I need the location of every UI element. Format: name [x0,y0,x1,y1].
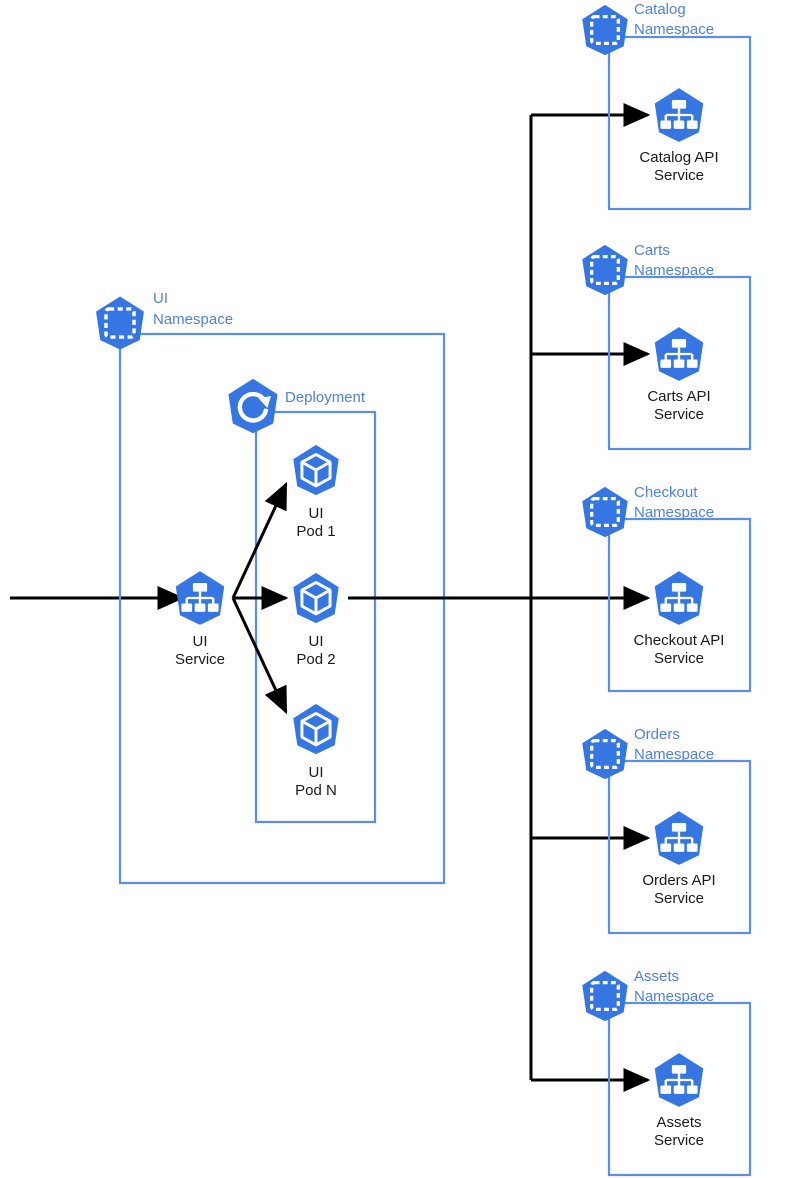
namespace-icon [582,970,628,1022]
assets-namespace-label-line2: Namespace [634,988,714,1005]
ui-namespace-label-line1: UI [153,290,168,307]
namespace-icon [96,296,144,350]
checkout-namespace-box [607,517,752,693]
carts-namespace-label-line1: Carts [634,242,670,259]
service-to-pod-arrows [231,481,289,715]
namespace-icon [582,4,628,56]
service-icon [654,327,704,381]
service-icon [654,88,704,142]
ui-deployment-box [254,410,377,824]
checkout-api-service-node[interactable]: Checkout API Service [634,571,725,667]
catalog-namespace-label-line2: Namespace [634,21,714,38]
pod-icon [293,572,339,624]
assets-service-label-line2: Service [654,1132,704,1149]
orders-namespace-box [607,759,752,935]
ui-namespace-label-line2: Namespace [153,311,233,328]
carts-api-service-label-line2: Service [654,406,704,423]
egress-trunk [348,103,651,1092]
assets-service-label-line1: Assets [656,1114,701,1131]
catalog-namespace-box [607,35,752,211]
ui-namespace-box [118,332,446,885]
ui-pod-n-node[interactable]: UI Pod N [293,703,339,799]
orders-api-service-label-line2: Service [654,890,704,907]
catalog-api-service-label-line1: Catalog API [639,149,718,166]
orders-namespace-label-line1: Orders [634,726,680,743]
carts-api-service-label-line1: Carts API [647,388,710,405]
namespace-icon [582,244,628,296]
catalog-api-service-label-line2: Service [654,167,704,184]
orders-namespace-group[interactable]: Orders Namespace Orders API Service [582,726,752,935]
assets-namespace-group[interactable]: Assets Namespace Assets Service [582,968,752,1177]
ui-service-node[interactable]: UI Service [175,571,225,668]
checkout-api-service-label-line1: Checkout API [634,632,725,649]
carts-namespace-label-line2: Namespace [634,262,714,279]
pod-icon [293,444,339,496]
ui-pod-1-label-line1: UI [309,505,324,522]
ui-deployment-label: Deployment [285,389,366,406]
catalog-namespace-label-line1: Catalog [634,1,686,18]
ui-service-label-line1: UI [193,633,208,650]
ui-pod-2-label-line1: UI [309,633,324,650]
assets-namespace-box [607,1001,752,1177]
namespace-icon [582,728,628,780]
checkout-namespace-label-line1: Checkout [634,484,698,501]
assets-namespace-label-line1: Assets [634,968,679,985]
carts-namespace-box [607,275,752,451]
ui-pod-n-label-line1: UI [309,764,324,781]
namespace-icon [582,486,628,538]
checkout-namespace-label-line2: Namespace [634,504,714,521]
service-icon [654,571,704,625]
checkout-namespace-group[interactable]: Checkout Namespace Checkout API Service [582,484,752,693]
pod-icon [293,703,339,755]
catalog-namespace-group[interactable]: Catalog Namespace Catalog API Service [582,1,752,211]
deployment-icon [228,378,278,434]
ui-service-label-line2: Service [175,651,225,668]
service-icon [654,1053,704,1107]
service-icon [654,811,704,865]
assets-service-node[interactable]: Assets Service [654,1053,704,1149]
checkout-api-service-label-line2: Service [654,650,704,667]
orders-api-service-node[interactable]: Orders API Service [642,811,716,907]
service-icon [175,571,225,625]
ui-pod-2-node[interactable]: UI Pod 2 [293,572,339,668]
carts-api-service-node[interactable]: Carts API Service [647,327,711,423]
ui-pod-n-label-line2: Pod N [295,782,337,799]
orders-api-service-label-line1: Orders API [642,872,715,889]
carts-namespace-group[interactable]: Carts Namespace Carts API Service [582,242,752,451]
ui-pod-2-label-line2: Pod 2 [296,651,335,668]
catalog-api-service-node[interactable]: Catalog API Service [639,88,719,184]
ui-deployment-group[interactable]: Deployment UI Pod 1 [228,378,377,824]
ui-pod-1-node[interactable]: UI Pod 1 [293,444,339,540]
ui-pod-1-label-line2: Pod 1 [296,523,335,540]
ui-namespace-group[interactable]: UI Namespace UI Service [96,290,446,885]
orders-namespace-label-line2: Namespace [634,746,714,763]
